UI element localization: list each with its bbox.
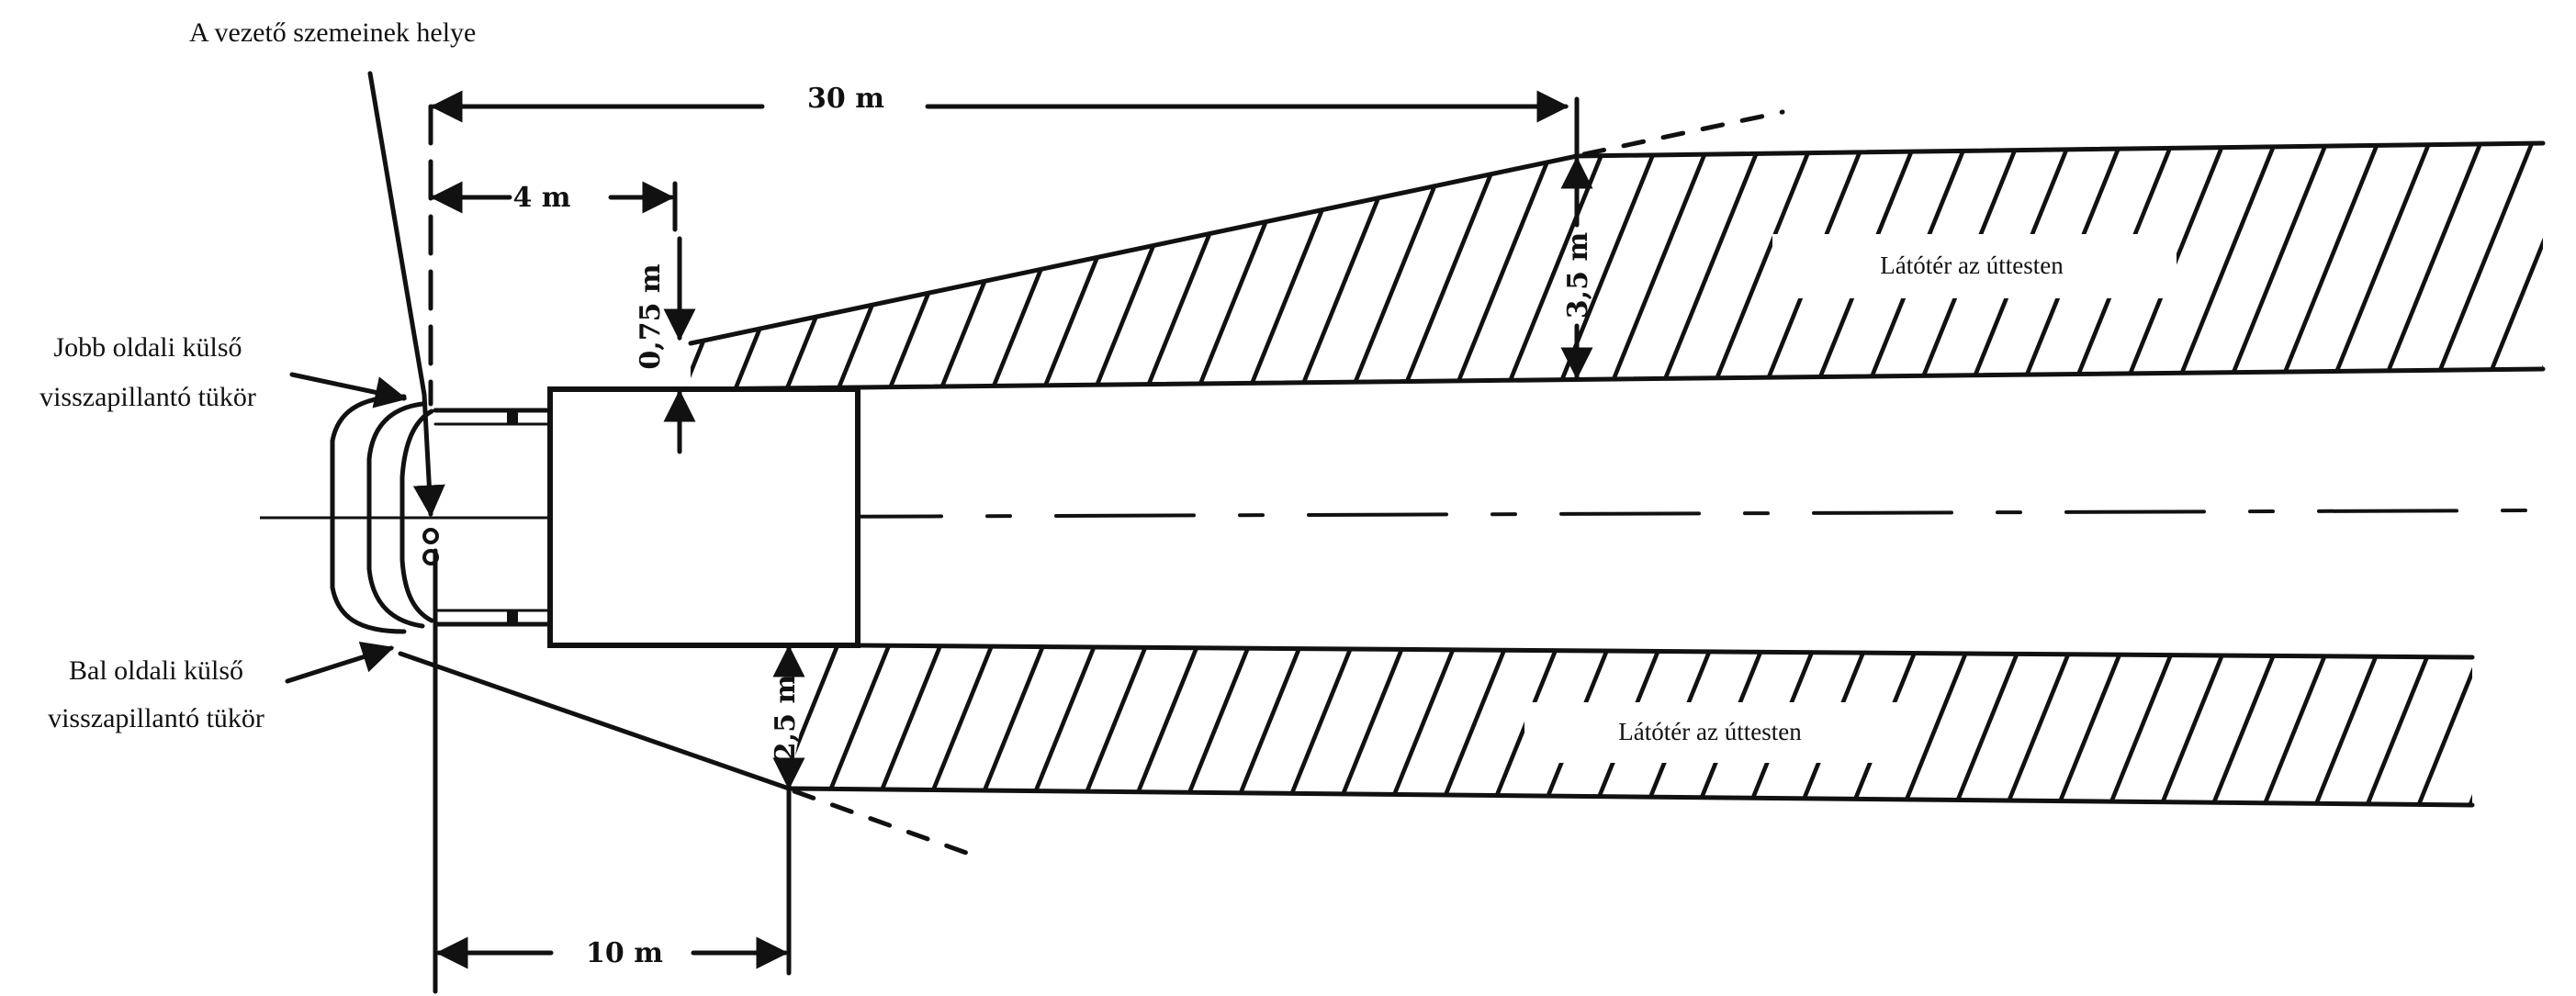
right-mirror-label-2: visszapillantó tükör xyxy=(39,382,256,412)
left-mirror-label-1: Bal oldali külső xyxy=(69,655,243,686)
trailer-body xyxy=(547,386,861,648)
lower-extension-dashed xyxy=(792,789,972,856)
left-mirror-arrow xyxy=(285,641,395,684)
cab-front xyxy=(330,394,407,634)
dimension-30m: 30 m xyxy=(430,83,1580,159)
right-mirror-label-1: Jobb oldali külső xyxy=(53,332,242,363)
dimension-4m: 4 m xyxy=(430,181,678,232)
dimension-075m: 0,75 m xyxy=(635,236,696,454)
driver-eye-label: A vezető szemeinek helye xyxy=(189,17,476,48)
left-mirror-sight-line xyxy=(398,651,792,791)
dimension-35m: 3,5 m xyxy=(1560,156,1594,380)
svg-text:4 m: 4 m xyxy=(512,182,570,214)
dimension-25m: 2,5 m xyxy=(770,644,805,976)
upper-field-of-view: Látótér az úttesten xyxy=(688,109,2546,392)
svg-text:30 m: 30 m xyxy=(807,83,884,115)
road-centerline xyxy=(260,509,2537,520)
svg-text:2,5 m: 2,5 m xyxy=(770,675,802,762)
dimension-10m: 10 m xyxy=(435,936,789,969)
upper-extension-dashed xyxy=(1581,109,1785,157)
left-mirror-label-2: visszapillantó tükör xyxy=(48,703,264,733)
svg-text:3,5 m: 3,5 m xyxy=(1562,232,1594,319)
driver-eye-icon xyxy=(422,528,439,544)
svg-text:10 m: 10 m xyxy=(586,937,663,969)
driver-eye-pointer xyxy=(367,71,445,518)
lower-field-of-view: Látótér az úttesten xyxy=(786,643,2475,856)
vehicle xyxy=(330,386,861,648)
lower-field-label: Látótér az úttesten xyxy=(1618,718,1802,745)
upper-field-label: Látótér az úttesten xyxy=(1880,252,2064,279)
svg-text:0,75 m: 0,75 m xyxy=(635,263,667,370)
right-mirror-arrow xyxy=(289,372,408,408)
